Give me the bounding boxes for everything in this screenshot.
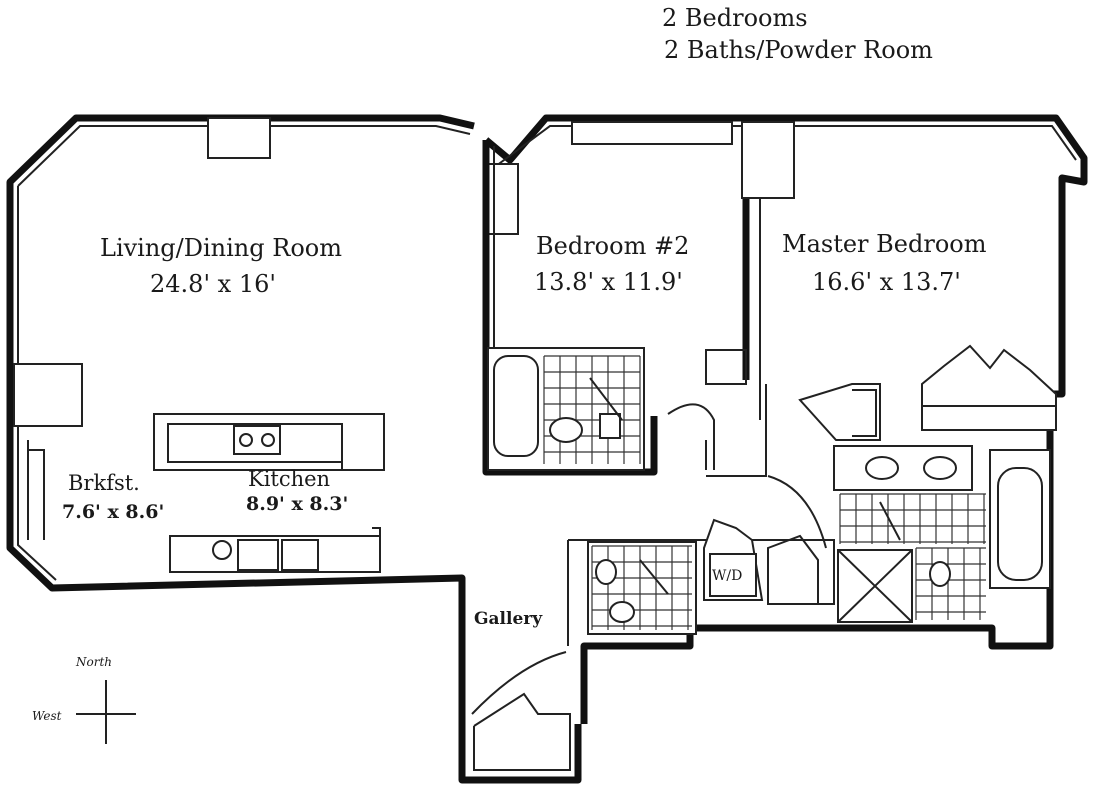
compass: North West xyxy=(32,655,136,744)
bath-count: 2 Baths/Powder Room xyxy=(664,36,933,64)
compass-west-label: West xyxy=(32,709,62,723)
master-bedroom-name: Master Bedroom xyxy=(782,230,987,258)
bedroom-count: 2 Bedrooms xyxy=(662,4,808,32)
left-wing-walls xyxy=(6,114,475,678)
master-bathroom xyxy=(833,445,1051,623)
entry-door xyxy=(458,475,827,784)
washer-dryer-label: W/D xyxy=(712,568,742,584)
bedroom2-name: Bedroom #2 xyxy=(536,232,689,260)
column xyxy=(13,363,83,427)
bedroom2-dims: 13.8' x 11.9' xyxy=(534,268,683,296)
kitchen-name: Kitchen xyxy=(248,467,330,491)
doors-bedroom2 xyxy=(667,349,767,477)
fireplace xyxy=(207,117,271,159)
breakfast-dims: 7.6' x 8.6' xyxy=(62,501,164,523)
compass-north-label: North xyxy=(75,655,112,669)
master-bedroom-dims: 16.6' x 13.7' xyxy=(812,268,961,296)
gallery-label: Gallery xyxy=(474,609,543,629)
master-closet xyxy=(798,344,1057,441)
living-room-name: Living/Dining Room xyxy=(100,234,342,262)
bathroom-bedroom2 xyxy=(487,347,645,471)
kitchen-dims: 8.9' x 8.3' xyxy=(246,493,348,515)
laundry-closet xyxy=(567,518,835,646)
powder-room xyxy=(587,541,697,635)
kitchen-counters xyxy=(153,413,385,573)
living-room-dims: 24.8' x 16' xyxy=(150,270,276,298)
breakfast-name: Brkfst. xyxy=(68,471,140,495)
